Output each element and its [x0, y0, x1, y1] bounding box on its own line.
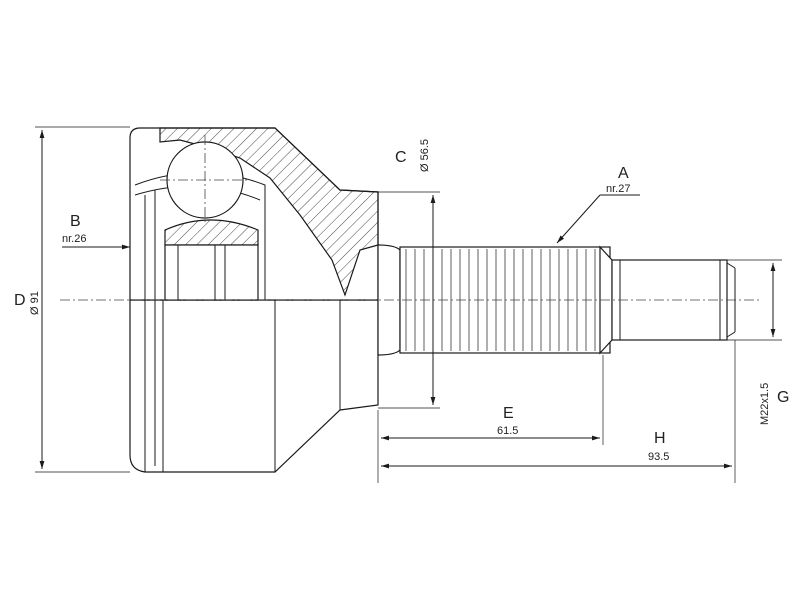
housing-section-hatch: [159, 127, 379, 297]
dimension-e: E 61.5: [377, 355, 604, 483]
dimension-g: G M22x1.5: [727, 259, 789, 425]
dimension-h: H 93.5: [381, 340, 736, 483]
callout-b: B nr.26: [62, 213, 130, 250]
label-e-value: 61.5: [497, 425, 518, 437]
dimension-d: D Ø 91: [14, 126, 130, 473]
label-h-value: 93.5: [648, 451, 669, 463]
label-h-letter: H: [654, 430, 666, 447]
label-d-letter: D: [14, 292, 26, 309]
label-a-letter: A: [618, 165, 629, 182]
dimension-c: C Ø 56.5: [378, 139, 440, 409]
label-b-letter: B: [70, 213, 81, 230]
inner-hub-hatch: [164, 219, 259, 246]
label-e-letter: E: [503, 405, 514, 422]
joint-housing: [129, 127, 379, 473]
chamfer-bottom: [726, 331, 736, 338]
label-g-letter: G: [777, 389, 789, 406]
label-c-value: Ø 56.5: [419, 139, 431, 172]
housing-lower-outline: [129, 299, 379, 473]
inner-hub: [164, 244, 259, 301]
callout-a-leader: [556, 194, 601, 244]
chamfer-top: [726, 262, 736, 269]
label-c-letter: C: [395, 149, 407, 166]
label-a-value: nr.27: [606, 183, 630, 195]
label-d-value: Ø 91: [29, 291, 41, 315]
label-g-value: M22x1.5: [759, 383, 771, 425]
callout-a: A nr.27: [556, 165, 640, 244]
label-b-value: nr.26: [62, 233, 86, 245]
